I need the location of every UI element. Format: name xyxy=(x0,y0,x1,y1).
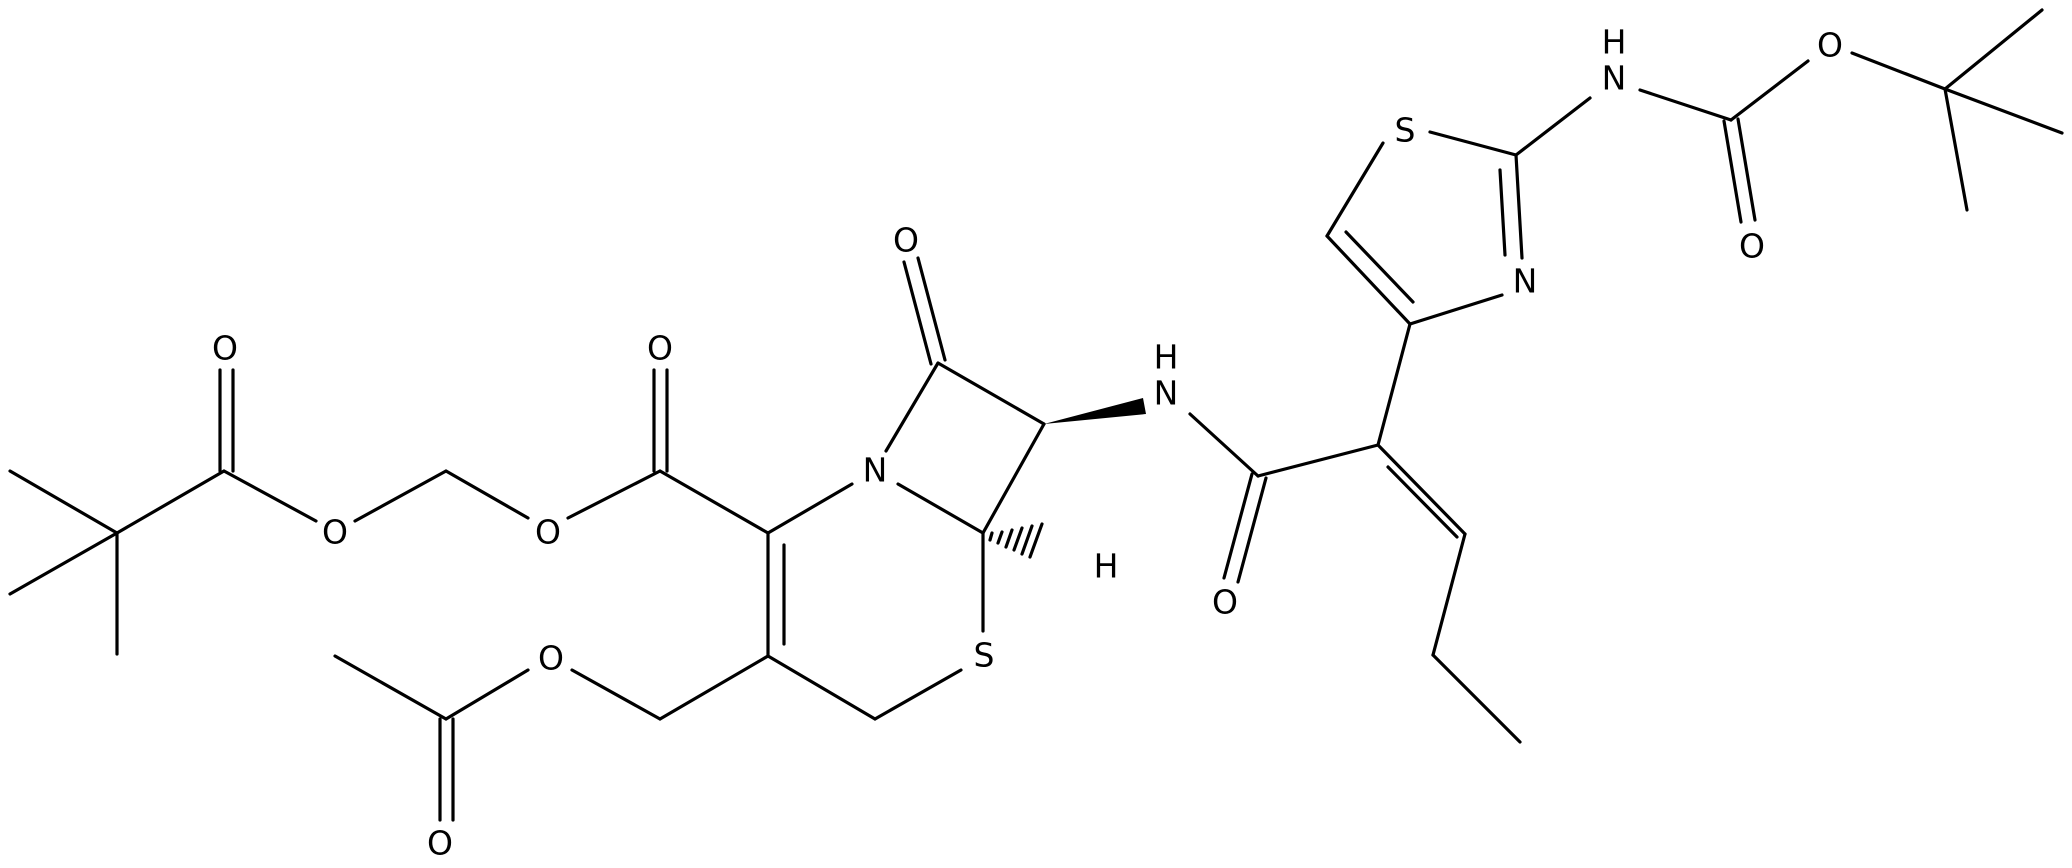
atom-s-thiazole: S xyxy=(1395,111,1416,150)
hash xyxy=(1028,522,1044,559)
bond xyxy=(1729,59,1810,122)
bond xyxy=(936,361,1046,426)
bond-double xyxy=(902,260,933,366)
bond xyxy=(873,668,963,721)
atom-n-thiazole: N xyxy=(1513,262,1538,301)
bond xyxy=(1431,653,1522,744)
atom-nh-boc-n: N xyxy=(1602,59,1627,98)
bond xyxy=(353,469,448,523)
bond xyxy=(333,654,448,721)
bond xyxy=(566,469,662,520)
bond xyxy=(1514,96,1592,157)
bond xyxy=(1256,443,1380,478)
bond xyxy=(1325,234,1412,326)
bond-double xyxy=(1722,119,1743,224)
bond xyxy=(896,482,985,535)
dihydrothiazine-ring xyxy=(766,482,985,721)
beta-lactam-ring xyxy=(884,256,1046,535)
atom-nh-amide-n: N xyxy=(1154,374,1179,413)
bond xyxy=(1850,51,1947,91)
carboxyl-ester-group xyxy=(566,368,770,535)
atom-o-amide: O xyxy=(1212,583,1238,622)
bond xyxy=(444,668,530,721)
atom-o-piv-ester: O xyxy=(322,513,348,552)
atom-o-lactam: O xyxy=(893,221,919,260)
bond-double xyxy=(1736,117,1757,222)
bond xyxy=(1376,322,1412,447)
atom-o-boc-ester: O xyxy=(1817,26,1843,65)
atom-s-ring: S xyxy=(974,636,995,675)
bond xyxy=(884,361,940,453)
bond xyxy=(1943,87,1969,212)
bond xyxy=(1408,293,1504,326)
bond xyxy=(766,654,877,721)
atom-o-carboxyl-carbonyl: O xyxy=(647,329,673,368)
atom-n-ring: N xyxy=(863,451,888,490)
bond xyxy=(115,469,226,535)
bond-double-inner xyxy=(1386,465,1459,539)
alkene-chain xyxy=(1376,322,1522,744)
bond xyxy=(1943,87,2064,135)
bond xyxy=(1325,141,1385,238)
atom-o-boc-carbonyl: O xyxy=(1739,227,1765,266)
hash xyxy=(988,531,994,542)
atom-o-piv-carbonyl: O xyxy=(212,329,238,368)
atom-o-ester: O xyxy=(535,513,561,552)
bond xyxy=(1188,412,1260,478)
amide-group xyxy=(1188,412,1380,584)
bond xyxy=(1943,8,2044,91)
hash xyxy=(996,530,1004,545)
hashed-wedge-bond xyxy=(988,522,1044,559)
boc-amino-group xyxy=(1514,8,2064,224)
bond-double xyxy=(1222,472,1254,580)
hash xyxy=(1012,526,1024,552)
bond xyxy=(1638,88,1733,122)
bond xyxy=(1514,153,1524,260)
atom-labels: O O O O N O S H O O H N O S N H N O O xyxy=(212,23,1843,863)
bond xyxy=(658,469,770,535)
hash xyxy=(1020,524,1034,556)
bond xyxy=(766,482,854,535)
hash xyxy=(1004,528,1014,549)
bond xyxy=(1376,443,1467,536)
atom-nh-boc-h: H xyxy=(1602,23,1627,62)
bond xyxy=(570,668,662,721)
bond xyxy=(981,422,1046,535)
atom-nh-amide-h: H xyxy=(1154,338,1179,377)
bond xyxy=(658,654,770,721)
atom-o-acetyl-ester: O xyxy=(538,639,564,678)
bond xyxy=(8,469,119,535)
solid-wedge-bond xyxy=(1044,398,1146,424)
bond xyxy=(8,531,119,596)
bond xyxy=(1428,130,1518,157)
acetoxymethyl-group xyxy=(333,654,770,822)
bond-double-inner xyxy=(1344,230,1415,304)
bond-double xyxy=(1236,476,1268,584)
bond-double-inner xyxy=(1498,168,1507,257)
bond xyxy=(1431,532,1467,657)
bond xyxy=(222,469,318,523)
thiazole-ring xyxy=(1325,130,1524,326)
pivaloyl-group xyxy=(8,368,530,656)
bond-double xyxy=(916,256,947,362)
atom-o-acetyl-carbonyl: O xyxy=(427,824,453,863)
atom-h-stereo: H xyxy=(1094,547,1119,586)
bond xyxy=(444,469,530,520)
